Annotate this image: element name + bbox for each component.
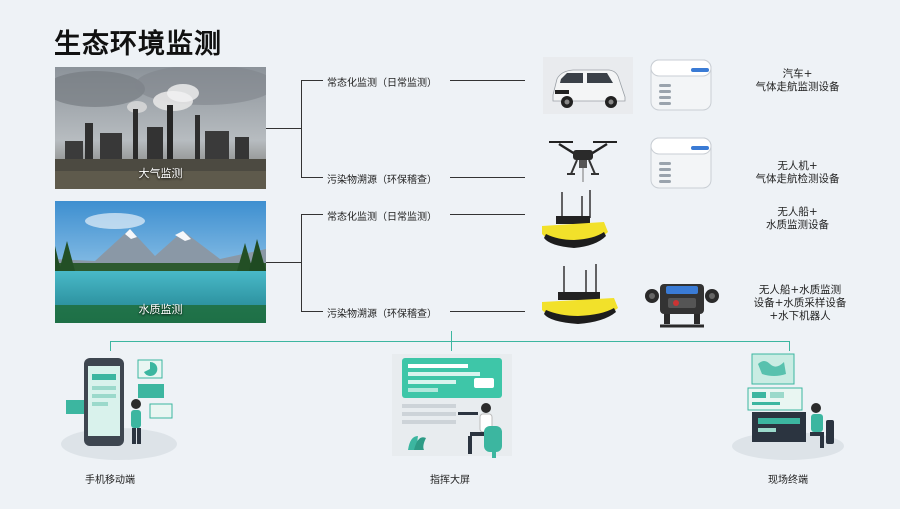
drone-image bbox=[543, 134, 623, 186]
water-connector-vertical bbox=[301, 214, 302, 311]
gas-sensor-box-image-2 bbox=[645, 134, 717, 192]
terminal-bus-line bbox=[110, 341, 790, 342]
mountain-lake-image bbox=[55, 201, 266, 323]
terminal-label-field: 现场终端 bbox=[768, 475, 808, 486]
device-caption-3: 无人船+ 水质监测设备 bbox=[745, 206, 850, 232]
gas-sensor-box-image-1 bbox=[645, 56, 717, 114]
water-monitoring-label: 水质监测 bbox=[138, 303, 183, 316]
device-caption-1: 汽车+ 气体走航监测设备 bbox=[745, 68, 850, 94]
device-caption-4: 无人船+水质监测 设备+水质采样设备 +水下机器人 bbox=[745, 284, 855, 323]
page-title: 生态环境监测 bbox=[54, 29, 222, 60]
underwater-robot-image bbox=[642, 276, 722, 332]
water-branch-bottom-stub bbox=[301, 311, 323, 312]
water-tracing-line bbox=[450, 311, 525, 312]
factory-smoke-image bbox=[55, 67, 266, 189]
terminal-drop-center bbox=[451, 341, 452, 351]
command-screen-illustration bbox=[388, 350, 516, 464]
caption-line: 无人船+水质监测 bbox=[758, 284, 842, 296]
branch-label-air-tracing: 污染物溯源（环保稽查） bbox=[327, 175, 437, 186]
water-connector-horizontal bbox=[266, 262, 301, 263]
terminal-label-mobile: 手机移动端 bbox=[85, 475, 135, 486]
air-routine-line bbox=[450, 80, 525, 81]
air-connector-vertical bbox=[301, 80, 302, 177]
air-connector-horizontal bbox=[266, 128, 301, 129]
mobile-terminal-illustration bbox=[54, 352, 184, 462]
caption-line: 水质监测设备 bbox=[766, 219, 829, 231]
branch-label-water-tracing: 污染物溯源（环保稽查） bbox=[327, 309, 437, 320]
terminal-label-command-screen: 指挥大屏 bbox=[430, 475, 470, 486]
branch-label-water-routine: 常态化监测（日常监测） bbox=[327, 212, 437, 223]
terminal-bus-stem bbox=[451, 331, 452, 342]
terminal-drop-right bbox=[789, 341, 790, 351]
device-caption-2: 无人机+ 气体走航检测设备 bbox=[745, 160, 850, 186]
unmanned-boat-image-2 bbox=[538, 262, 620, 328]
caption-line: 无人船+ bbox=[777, 206, 818, 218]
caption-line: 气体走航监测设备 bbox=[755, 81, 840, 93]
van-image bbox=[543, 57, 633, 114]
caption-line: +水下机器人 bbox=[769, 310, 831, 322]
caption-line: 汽车+ bbox=[782, 68, 813, 80]
unmanned-boat-image-1 bbox=[538, 188, 610, 252]
water-monitoring-photo: 水质监测 bbox=[55, 201, 266, 323]
water-routine-line bbox=[450, 214, 525, 215]
air-tracing-line bbox=[450, 177, 525, 178]
water-branch-top-stub bbox=[301, 214, 323, 215]
air-branch-bottom-stub bbox=[301, 177, 323, 178]
field-terminal-illustration bbox=[728, 350, 848, 462]
branch-label-air-routine: 常态化监测（日常监测） bbox=[327, 78, 437, 89]
air-monitoring-label: 大气监测 bbox=[138, 167, 183, 180]
air-branch-top-stub bbox=[301, 80, 323, 81]
terminal-drop-left bbox=[110, 341, 111, 351]
air-monitoring-photo: 大气监测 bbox=[55, 67, 266, 189]
caption-line: 无人机+ bbox=[777, 160, 818, 172]
caption-line: 设备+水质采样设备 bbox=[753, 297, 847, 309]
caption-line: 气体走航检测设备 bbox=[755, 173, 840, 185]
